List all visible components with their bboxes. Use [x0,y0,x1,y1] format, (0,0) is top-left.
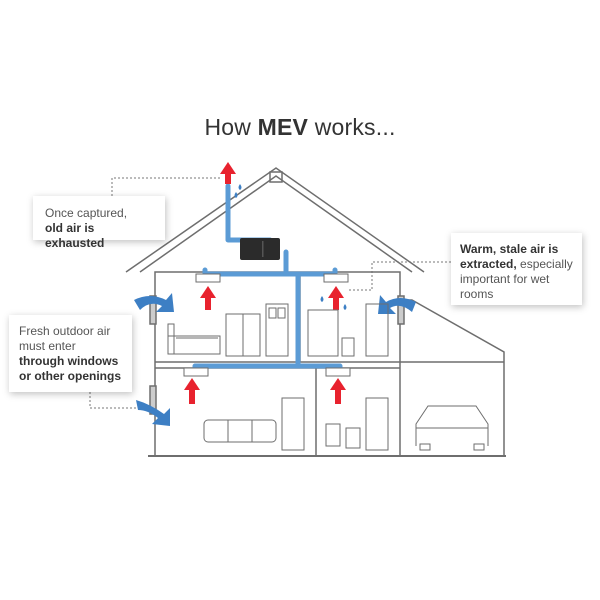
roof-inner [139,175,413,273]
sofa [203,419,277,443]
toilet-upper [341,337,355,357]
drop-2 [234,192,238,198]
window-left-upper [149,295,157,325]
sink-lower [345,427,361,449]
leader-lines [89,177,451,409]
callout-extract-bold: Warm, stale air is extracted, [460,242,559,271]
arrow-exhaust-out [220,162,236,184]
mev-unit [240,238,280,260]
door-bathroom [365,303,389,357]
door-panel-2 [277,307,286,319]
red-arrows [184,162,346,404]
shower [307,309,339,357]
furniture [167,303,489,451]
roof-outer [125,167,425,273]
window-right-upper [397,295,405,325]
bed [167,335,221,355]
duct-lower [192,363,343,373]
drop-1 [238,184,242,190]
car-wheel-right [473,443,485,451]
mev-unit-divider [262,241,264,257]
vents [183,273,351,377]
door-bedroom [265,303,289,357]
toilet-lower [325,423,341,447]
vent-wc [325,367,351,377]
vent-bedroom [195,273,221,283]
callout-exhaust-bold: old air is exhausted [45,221,105,250]
blue-arrows [134,293,416,426]
callout-exhaust: Once captured, old air is exhausted [33,196,165,250]
bed-headboard [167,323,175,355]
door-panel-1 [268,307,277,319]
title-bold: MEV [257,114,309,140]
house-outline [125,167,506,457]
title-prefix: How [204,114,258,140]
vent-living [183,367,209,377]
vent-bathroom [323,273,349,283]
water-drops [234,184,347,310]
arrow-in-left-lower [136,400,170,426]
door-living [281,397,305,451]
callout-extract: Warm, stale air is extracted, especially… [451,233,582,305]
drop-4 [343,304,347,310]
duct-upper [202,267,338,277]
leader-exhaust [111,177,222,216]
leader-fresh [89,392,140,409]
arrow-bedroom [200,286,216,310]
arrow-living [184,378,200,404]
car-body [415,405,489,446]
callout-fresh-bold: through windows or other openings [19,354,121,383]
arrow-bathroom [328,286,344,310]
callout-extract-rest: especially important for wet rooms [460,257,573,301]
arrow-in-left-upper [134,293,174,312]
drop-3 [320,296,324,302]
arrow-wc [330,378,346,404]
callout-exhaust-line1: Once captured, [45,206,128,220]
car-wheel-left [419,443,431,451]
door-wc [365,397,389,451]
title-suffix: works... [308,114,396,140]
page-title: How MEV works... [0,114,600,141]
callout-fresh: Fresh outdoor air must enter through win… [9,315,132,392]
roof-peak [269,171,283,183]
leader-extract [348,261,451,291]
callout-fresh-text: Fresh outdoor air must enter [19,324,111,353]
